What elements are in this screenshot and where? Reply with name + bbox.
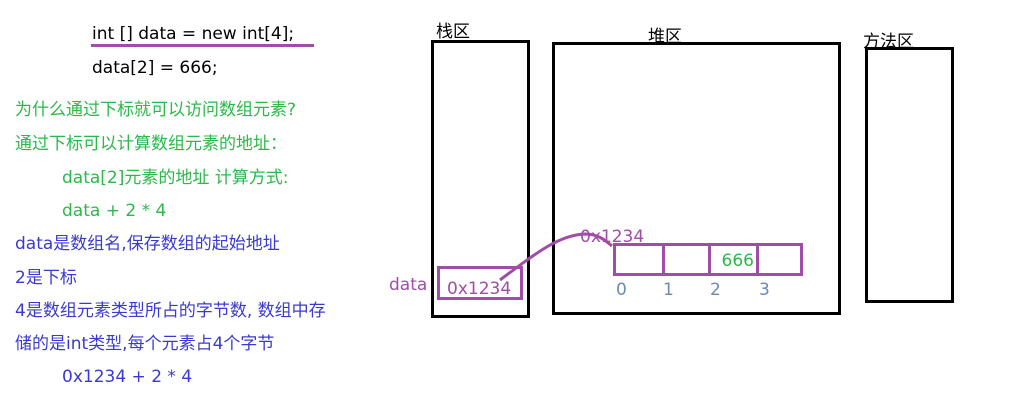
array-cell: 666 [711, 246, 759, 273]
note-2: 2是下标 [15, 268, 77, 288]
heap-area [552, 42, 841, 315]
code-line-2: data[2] = 666; [92, 58, 218, 78]
code-line-1: int [] data = new int[4]; [92, 24, 295, 44]
note-3a: 4是数组元素类型所占的字节数, 数组中存 [15, 301, 326, 321]
var-value: 0x1234 [447, 279, 512, 299]
index-0: 0 [616, 280, 627, 300]
formula: data + 2 * 4 [62, 201, 167, 221]
index-2: 2 [710, 280, 721, 300]
array-address: 0x1234 [580, 227, 645, 247]
answer: 通过下标可以计算数组元素的地址： [15, 134, 287, 154]
var-name: data [389, 275, 428, 295]
underline [91, 44, 314, 47]
method-area [865, 47, 954, 303]
index-3: 3 [759, 280, 770, 300]
array-cell [665, 246, 711, 273]
stack-label: 栈区 [436, 22, 470, 42]
note-1: data是数组名,保存数组的起始地址 [15, 234, 280, 254]
array-cell [616, 246, 665, 273]
array: 666 [613, 243, 803, 276]
question: 为什么通过下标就可以访问数组元素? [15, 100, 297, 120]
note-3b: 储的是int类型,每个元素占4个字节 [15, 334, 275, 354]
index-1: 1 [663, 280, 674, 300]
result: 0x1234 + 2 * 4 [62, 367, 193, 387]
stack-area [431, 40, 530, 318]
array-cell [759, 246, 800, 273]
formula-label: data[2]元素的地址 计算方式: [62, 168, 289, 188]
stack-variable: 0x1234 [437, 266, 523, 300]
